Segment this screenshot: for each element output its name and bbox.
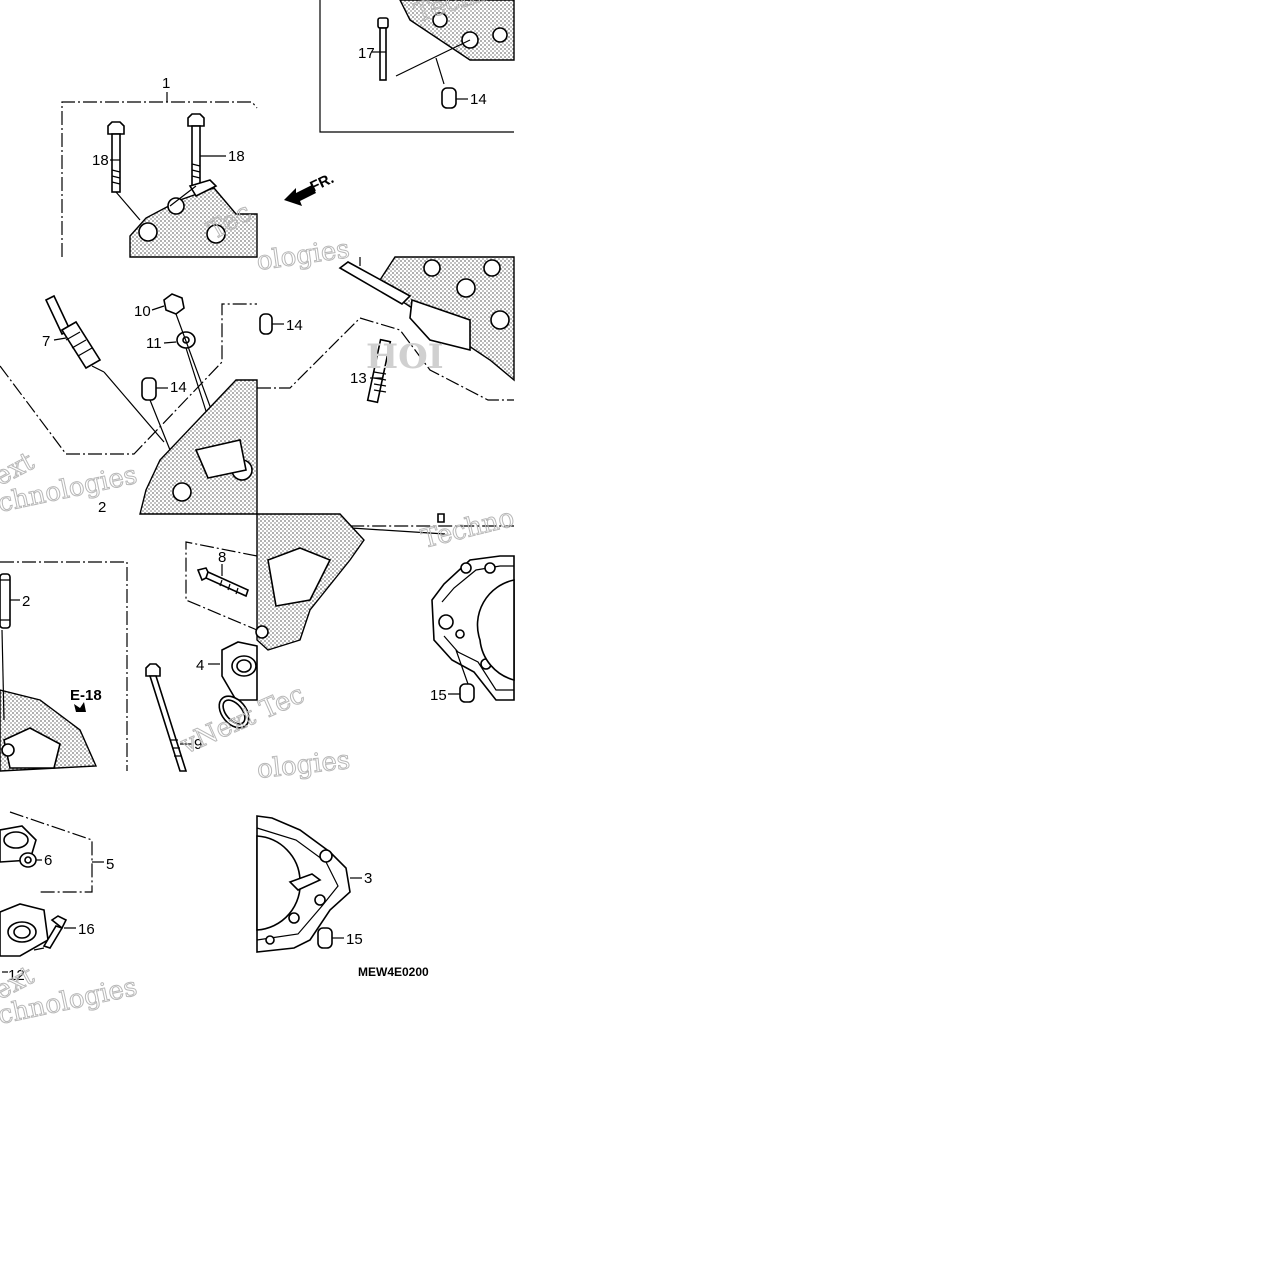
dowel-pin-15-part bbox=[317, 927, 333, 949]
front-direction-label: FR. bbox=[308, 170, 337, 196]
tile-cylinder-gasket: 3 15 MEW4E0200 bbox=[256, 815, 429, 979]
callout-6: 6 bbox=[44, 852, 52, 869]
callout-16: 16 bbox=[78, 921, 95, 938]
callout-12: 12 bbox=[8, 967, 25, 984]
callout-2: 2 bbox=[22, 593, 30, 610]
bolt-16-part bbox=[42, 915, 68, 949]
bolt-8-part bbox=[196, 567, 249, 598]
tile-cylinder-head-top: 1 18 18 Tec FR. bbox=[61, 75, 337, 258]
callout-18-left: 18 bbox=[92, 152, 109, 169]
dowel-pin-14-part bbox=[441, 87, 457, 109]
tile-upper-right: 17 14 Techno bbox=[319, 0, 515, 133]
watermark-text: ologies bbox=[256, 745, 352, 785]
callout-7: 7 bbox=[42, 333, 50, 350]
dowel-pin-15-part bbox=[459, 683, 475, 703]
tile-head-gasket: Techno 15 ologies bbox=[255, 502, 518, 785]
reference-e18: E-18 bbox=[70, 687, 102, 704]
callout-15: 15 bbox=[346, 931, 363, 948]
callout-13: 13 bbox=[350, 370, 367, 387]
callout-10: 10 bbox=[134, 303, 151, 320]
callout-5: 5 bbox=[106, 856, 114, 873]
insulator-4-part bbox=[221, 641, 258, 701]
callout-11: 11 bbox=[146, 335, 162, 352]
tile-head-middle: ologies 13 HOI 14 bbox=[254, 234, 515, 404]
nut-10-part bbox=[163, 293, 185, 315]
bolt-18-left-part bbox=[107, 121, 125, 193]
callout-1: 1 bbox=[162, 75, 170, 92]
watermark-text: ologies bbox=[255, 234, 352, 277]
callout-8: 8 bbox=[218, 549, 226, 566]
callout-14: 14 bbox=[470, 91, 487, 108]
dowel-pin-14-part bbox=[259, 313, 273, 335]
brand-watermark-graphic: HOI bbox=[366, 337, 444, 377]
camshaft-part bbox=[338, 261, 412, 306]
tube-2-part bbox=[0, 573, 11, 629]
bolt-17-part bbox=[377, 17, 389, 81]
flange-12-part bbox=[0, 903, 49, 957]
callout-14: 14 bbox=[170, 379, 187, 396]
dowel-pin-14-part bbox=[141, 377, 157, 401]
watermark-text: Techno bbox=[418, 503, 517, 555]
diagram-code: MEW4E0200 bbox=[358, 965, 429, 979]
bolt-18-right-part bbox=[187, 113, 205, 187]
head-gasket-part bbox=[431, 555, 515, 701]
callout-15: 15 bbox=[430, 687, 447, 704]
stud-13-part bbox=[366, 338, 392, 404]
callout-18-right: 18 bbox=[228, 148, 245, 165]
tile-insulator-assembly: 5 6 12 16 ext chnologies bbox=[0, 811, 140, 1031]
callout-4: 4 bbox=[196, 657, 204, 674]
callout-2: 2 bbox=[98, 499, 106, 516]
callout-3: 3 bbox=[364, 870, 372, 887]
tile-spark-plug: 7 10 11 14 ext chnologies 2 bbox=[0, 293, 258, 519]
bolt-9-part bbox=[145, 663, 188, 772]
callout-14: 14 bbox=[286, 317, 303, 334]
front-direction-arrow: FR. bbox=[284, 170, 337, 206]
spark-plug-7-part bbox=[44, 294, 105, 373]
callout-17: 17 bbox=[358, 45, 375, 62]
callout-9: 9 bbox=[194, 736, 202, 753]
cylinder-gasket-part bbox=[256, 815, 351, 953]
